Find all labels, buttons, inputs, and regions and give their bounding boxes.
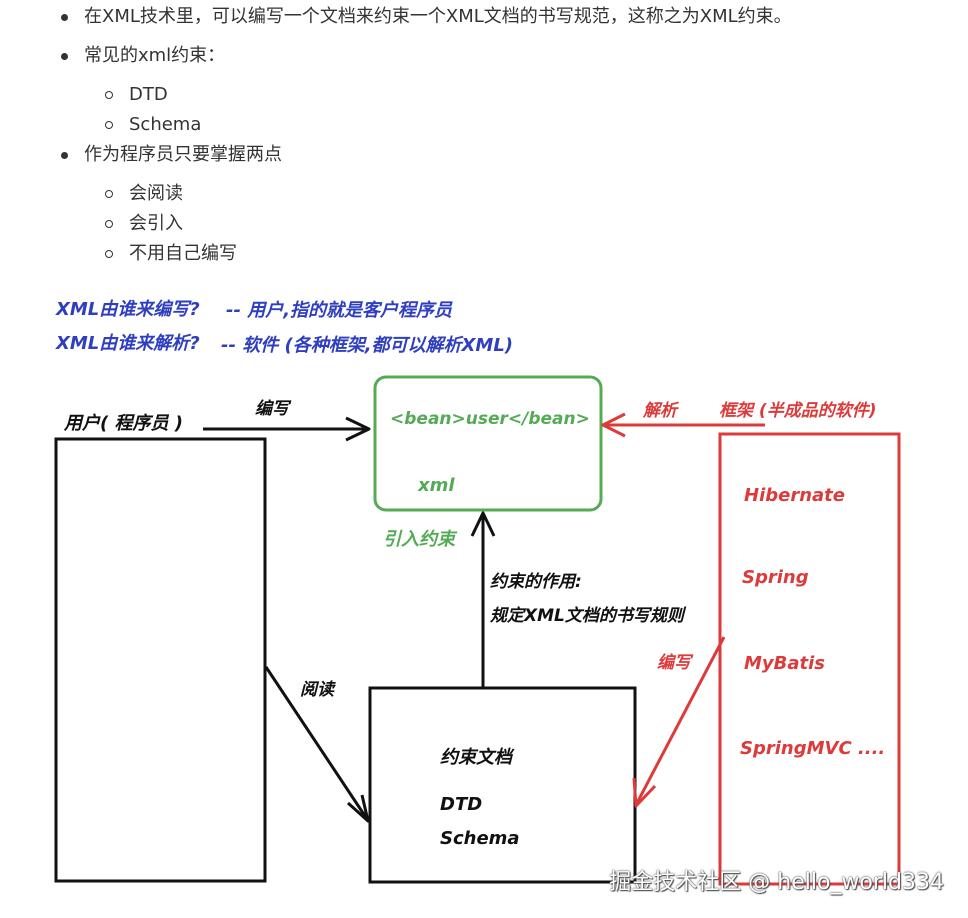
- bullet-dot: [61, 14, 68, 21]
- bullet-dot: [61, 53, 68, 60]
- framework-mybatis: MyBatis: [744, 653, 825, 674]
- read-arrow-head: [346, 794, 370, 823]
- sub-item-import: 会引入: [129, 213, 183, 234]
- sub-item-dtd: DTD: [129, 84, 168, 105]
- qa-who-parses-question: XML由谁来解析?: [56, 333, 200, 354]
- constraint-doc-box: [368, 686, 637, 884]
- xml-box: [373, 375, 603, 512]
- parse-label: 解析: [642, 401, 680, 421]
- framework-hibernate: Hibernate: [744, 485, 845, 506]
- constraint-doc-title: 约束文档: [440, 747, 515, 768]
- constraint-doc-dtd: DTD: [440, 794, 482, 815]
- xml-bean-text: <bean>user</bean>: [390, 409, 590, 429]
- watermark: 掘金技术社区 @ hello_world334: [609, 870, 944, 895]
- sub-bullet-ring: [105, 220, 113, 228]
- read-arrow-line: [264, 666, 369, 820]
- user-label: 用户( 程序员 ): [63, 413, 183, 434]
- bullet-dot: [61, 152, 68, 159]
- constraint-effect-line1: 约束的作用:: [490, 572, 582, 592]
- sub-bullet-ring: [105, 91, 113, 99]
- framework-write-arrow-head: [632, 777, 657, 808]
- framework-write-label: 编写: [657, 653, 694, 673]
- sub-bullet-ring: [105, 250, 113, 258]
- import-constraint-label: 引入约束: [383, 529, 458, 550]
- qa-who-parses-answer: -- 软件 (各种框架,都可以解析XML): [221, 335, 514, 356]
- bullet-item-common-constraints: 常见的xml约束：: [84, 45, 226, 66]
- write-arrow-head: [345, 416, 371, 442]
- framework-label: 框架 (半成品的软件): [719, 401, 876, 421]
- qa-who-writes-question: XML由谁来编写?: [56, 299, 200, 320]
- framework-box: [718, 432, 901, 886]
- write-label: 编写: [255, 399, 292, 419]
- constraint-doc-schema: Schema: [440, 828, 520, 849]
- sub-item-read: 会阅读: [129, 183, 183, 204]
- parse-arrow-head: [601, 412, 626, 438]
- framework-write-arrow-line: [635, 636, 726, 804]
- qa-who-writes-answer: -- 用户,指的就是客户程序员: [226, 300, 453, 321]
- sub-item-schema: Schema: [129, 114, 202, 135]
- sub-bullet-ring: [105, 121, 113, 129]
- user-box: [54, 437, 267, 883]
- constraint-effect-line2: 规定XML文档的书写规则: [490, 606, 687, 626]
- framework-spring: Spring: [742, 567, 809, 588]
- bullet-item-xml-constraint: 在XML技术里，可以编写一个文档来约束一个XML文档的书写规范，这称之为XML约…: [84, 6, 792, 27]
- sub-bullet-ring: [105, 190, 113, 198]
- sub-item-no-write: 不用自己编写: [129, 243, 237, 264]
- framework-springmvc: SpringMVC ....: [740, 738, 885, 759]
- read-label: 阅读: [300, 680, 336, 700]
- xml-text: xml: [417, 475, 455, 496]
- import-arrow-head: [470, 511, 496, 537]
- bullet-item-programmer-two-points: 作为程序员只要掌握两点: [84, 144, 282, 165]
